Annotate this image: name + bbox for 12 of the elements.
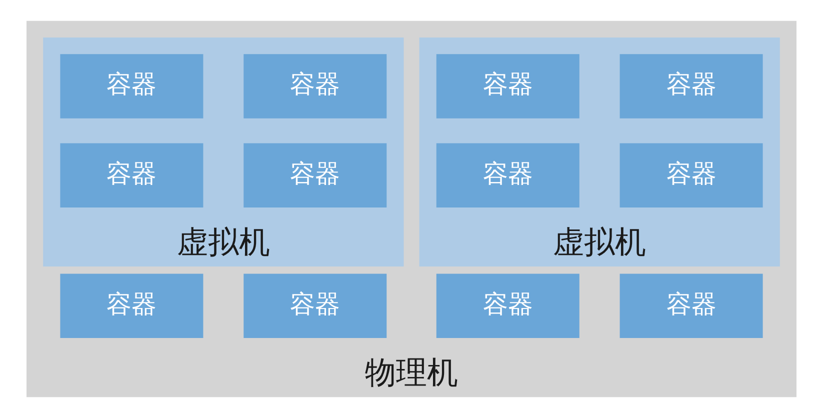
node-box: 容器 [620, 142, 763, 207]
node-box: 容器 [436, 142, 580, 207]
node-box: 容器 [60, 273, 204, 338]
node-box: 容器 [244, 142, 387, 207]
node-box: 容器 [244, 273, 387, 338]
node-box: 容器 [620, 54, 763, 118]
node-box: 容器 [60, 54, 204, 118]
node-box: 容器 [244, 54, 387, 118]
node-box: 容器 [60, 142, 204, 207]
node-box: 容器 [436, 273, 580, 338]
node-box: 容器 [620, 273, 763, 338]
node-box: 容器 [436, 54, 580, 118]
